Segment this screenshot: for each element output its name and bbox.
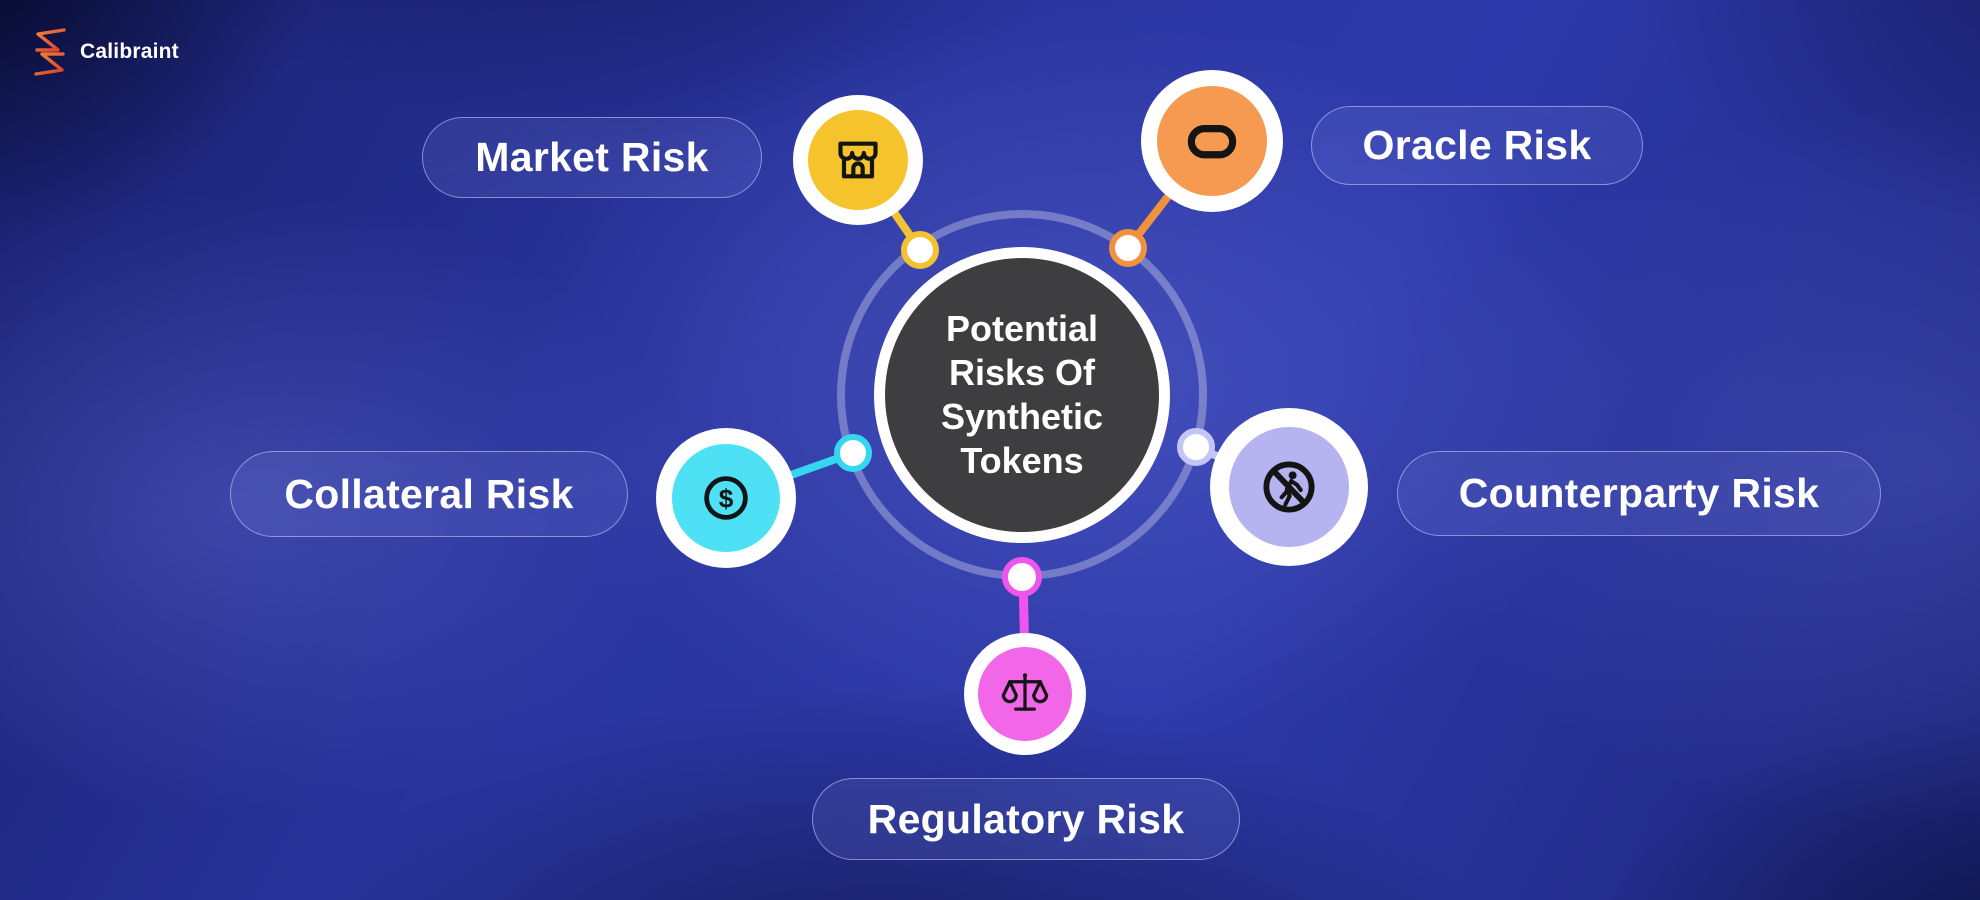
oracle-risk-node xyxy=(1141,70,1283,212)
counterparty-risk-node xyxy=(1210,408,1368,566)
connector-dot-market xyxy=(901,231,939,269)
market-risk-label: Market Risk xyxy=(475,134,709,180)
regulatory-risk-label-pill: Regulatory Risk xyxy=(812,778,1240,860)
market-risk-node xyxy=(793,95,923,225)
regulatory-risk-label: Regulatory Risk xyxy=(867,795,1185,842)
center-title-line: Risks Of xyxy=(948,352,1096,393)
counterparty-risk-label: Counterparty Risk xyxy=(1458,470,1820,516)
connector-dot-regulatory xyxy=(1002,557,1042,597)
oracle-stadium-icon xyxy=(1187,125,1237,159)
connector-dot-counterparty xyxy=(1177,428,1215,466)
center-title-line: Synthetic xyxy=(940,396,1104,437)
collateral-risk-node: $ xyxy=(656,428,796,568)
oracle-risk-label: Oracle Risk xyxy=(1362,122,1592,168)
calibraint-logo-icon xyxy=(34,28,66,76)
connector-dot-oracle xyxy=(1109,229,1147,267)
collateral-risk-label: Collateral Risk xyxy=(284,470,574,517)
svg-text:$: $ xyxy=(719,483,734,513)
collateral-risk-label-pill: Collateral Risk xyxy=(230,451,628,537)
brand-name: Calibraint xyxy=(80,40,179,63)
dollar-coin-icon: $ xyxy=(704,476,748,520)
storefront-icon xyxy=(838,141,878,179)
brand-logo: Calibraint xyxy=(28,26,179,78)
market-risk-label-pill: Market Risk xyxy=(422,117,762,198)
connector-dot-collateral xyxy=(834,434,872,472)
justice-scales-icon xyxy=(1001,673,1049,711)
counterparty-risk-label-pill: Counterparty Risk xyxy=(1397,451,1881,536)
center-title-line: Tokens xyxy=(960,440,1084,481)
center-title-line: Potential xyxy=(945,308,1098,349)
center-title-circle: Potential Risks Of Synthetic Tokens xyxy=(874,247,1170,543)
regulatory-risk-node xyxy=(964,633,1086,755)
oracle-risk-label-pill: Oracle Risk xyxy=(1311,106,1643,185)
no-pedestrian-icon xyxy=(1263,461,1315,513)
